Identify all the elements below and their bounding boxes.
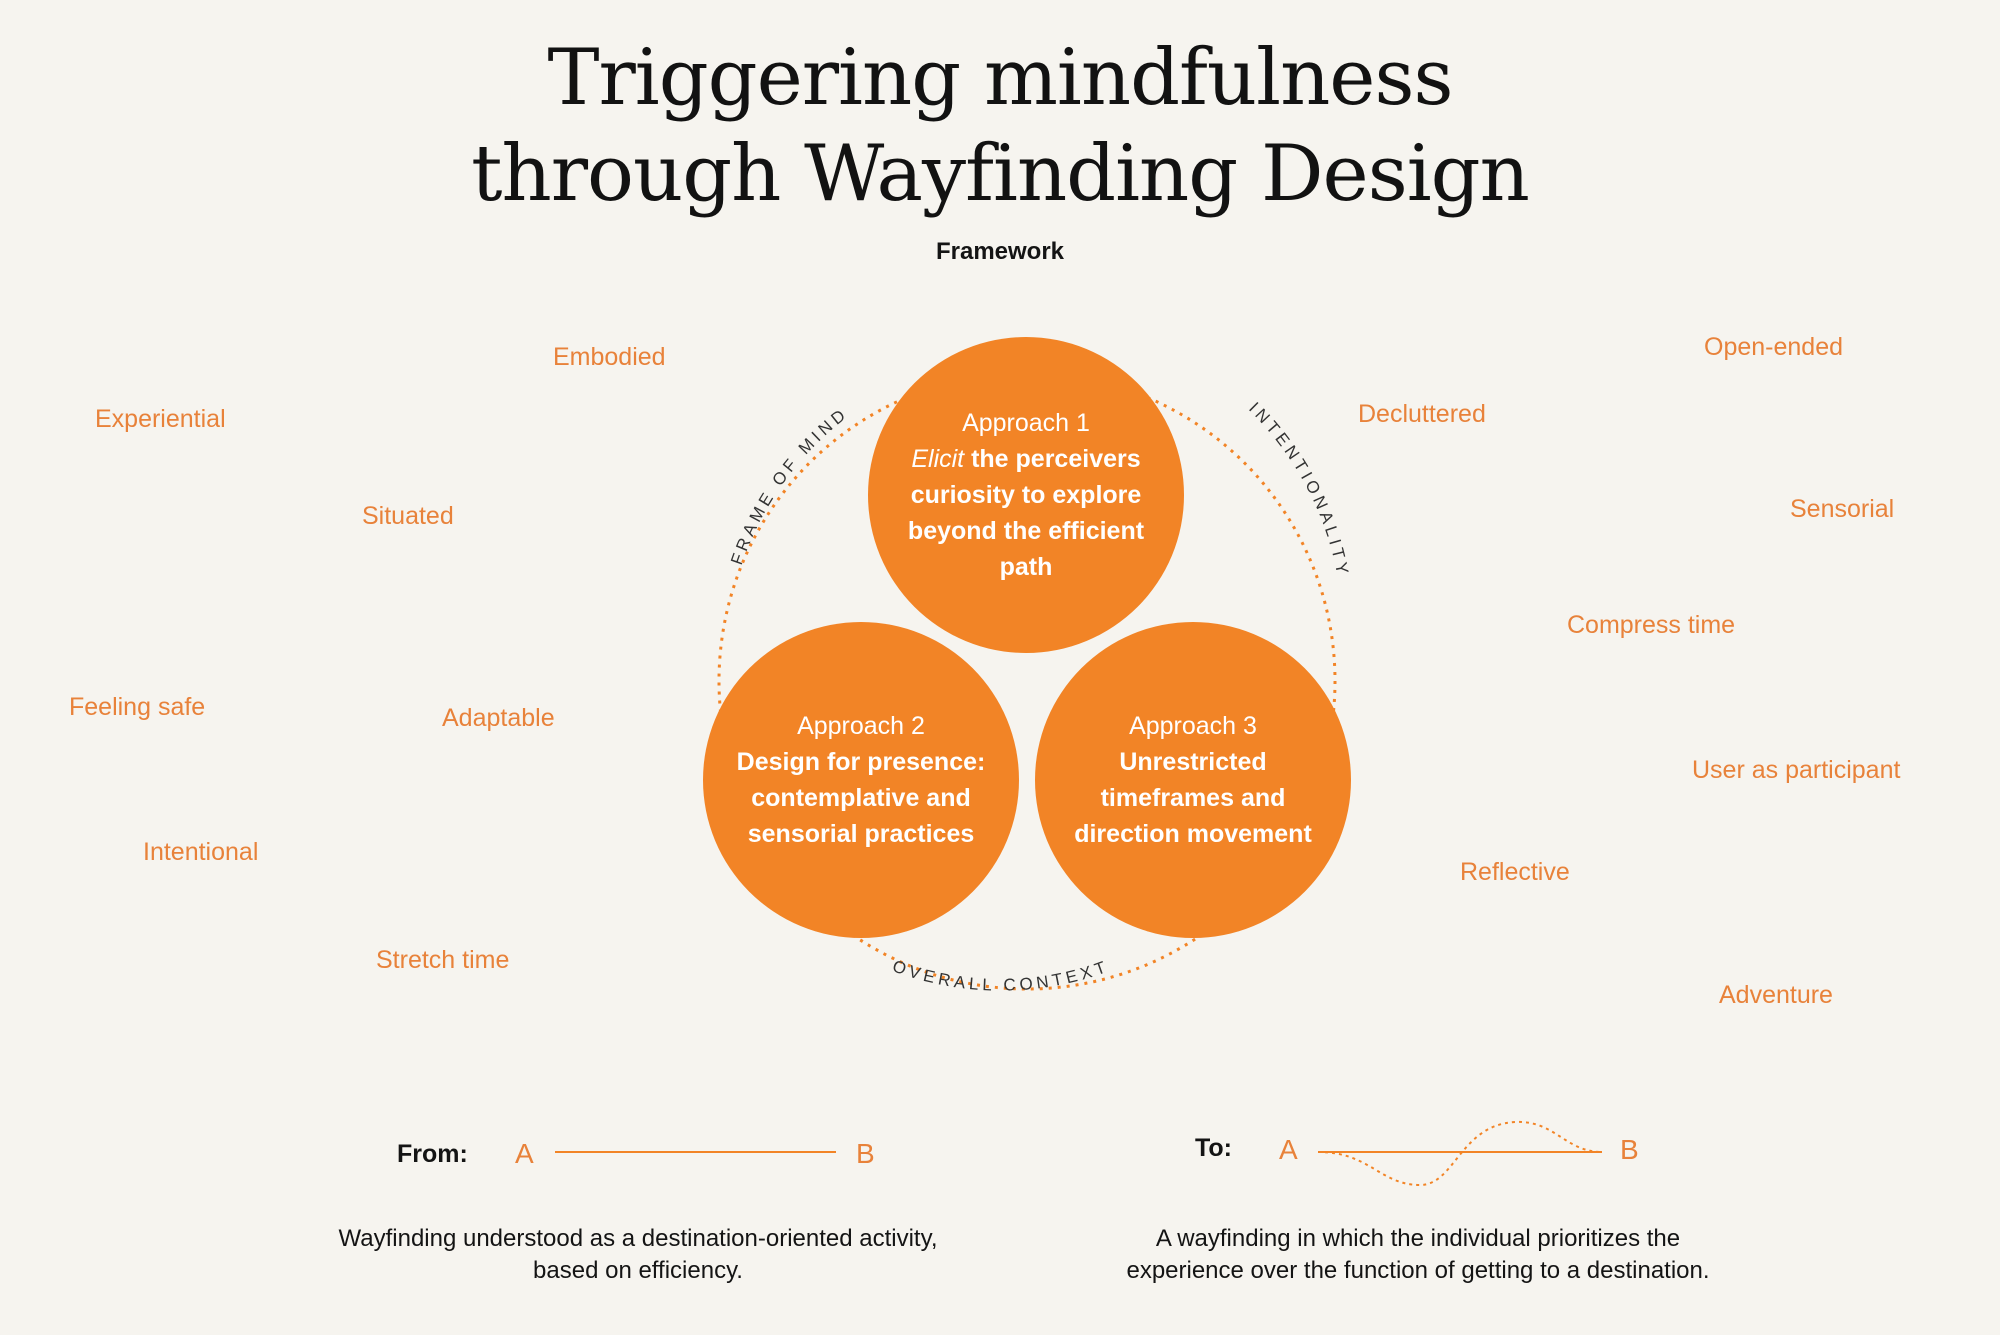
keyword-adaptable: Adaptable: [442, 704, 555, 732]
keyword-embodied: Embodied: [553, 343, 666, 371]
keyword-intentional: Intentional: [143, 838, 259, 866]
page-title: Triggering mindfulness through Wayfindin…: [0, 30, 2000, 222]
approach-3-label: Approach 3: [1129, 712, 1257, 740]
from-point-a: A: [515, 1138, 534, 1169]
keyword-user-as-participant: User as participant: [1692, 756, 1901, 784]
wandering-path-diagram: [1317, 1120, 1603, 1187]
approach-1-description: Elicit the perceivers curiosity to explo…: [890, 441, 1162, 585]
ring-label-intentionality: INTENTIONALITY: [1245, 399, 1353, 580]
from-caption: Wayfinding understood as a destination-o…: [338, 1225, 938, 1284]
straight-path-diagram: [555, 1151, 836, 1153]
approach-1-label: Approach 1: [962, 409, 1090, 437]
keyword-adventure: Adventure: [1719, 981, 1833, 1009]
from-label: From:: [397, 1140, 468, 1168]
keyword-open-ended: Open-ended: [1704, 333, 1844, 361]
to-point-a: A: [1279, 1134, 1298, 1165]
keyword-reflective: Reflective: [1460, 858, 1570, 886]
to-label: To:: [1195, 1134, 1233, 1162]
to-point-b: B: [1620, 1134, 1639, 1165]
approach-3-circle: Approach 3 Unrestricted timeframes and d…: [1035, 622, 1351, 938]
keyword-compress-time: Compress time: [1567, 611, 1736, 639]
approach-1-emphasis: Elicit: [911, 445, 965, 473]
keyword-feeling-safe: Feeling safe: [69, 693, 206, 721]
keyword-stretch-time: Stretch time: [376, 946, 510, 974]
approach-1-text: the perceivers curiosity to explore beyo…: [907, 445, 1145, 581]
approach-2-description: Design for presence: contemplative and s…: [736, 748, 986, 848]
title-line-2: through Wayfinding Design: [471, 129, 1530, 219]
to-caption: A wayfinding in which the individual pri…: [1126, 1225, 1710, 1284]
keyword-experiential: Experiential: [95, 405, 226, 433]
subtitle: Framework: [935, 238, 1065, 265]
approach-1-circle: Approach 1 Elicit the perceivers curiosi…: [868, 337, 1184, 653]
keyword-situated: Situated: [362, 502, 454, 530]
wandering-path-curve: [1317, 1120, 1603, 1187]
approach-2-circle: Approach 2 Design for presence: contempl…: [703, 622, 1019, 938]
keyword-sensorial: Sensorial: [1790, 495, 1895, 523]
title-line-1: Triggering mindfulness: [547, 33, 1453, 123]
approach-2-label: Approach 2: [797, 712, 925, 740]
ring-label-overall-context: OVERALL CONTEXT: [890, 956, 1112, 994]
approach-3-description: Unrestricted timeframes and direction mo…: [1074, 748, 1312, 848]
from-point-b: B: [856, 1138, 875, 1169]
keyword-decluttered: Decluttered: [1358, 400, 1486, 428]
